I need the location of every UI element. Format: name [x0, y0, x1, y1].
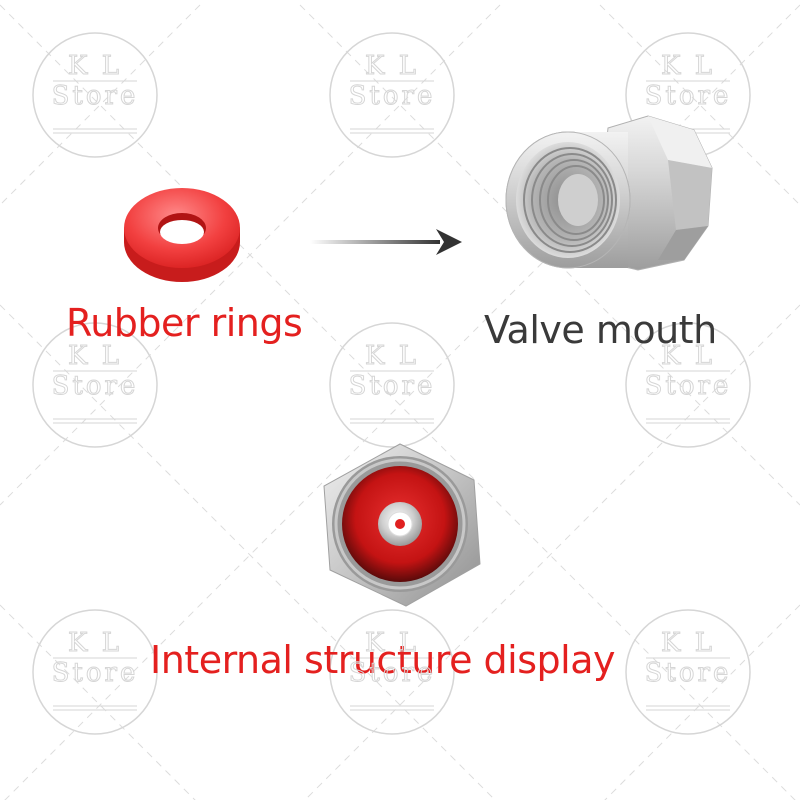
watermark-text-kl: K L — [661, 51, 715, 81]
valve-mouth-caption: Valve mouth — [484, 308, 717, 352]
watermark-stamp — [32, 609, 158, 735]
watermark-text-kl: K L — [68, 628, 122, 658]
watermark-stamp — [32, 322, 158, 448]
watermark-text-store: Store — [348, 658, 436, 688]
internal-structure-caption: Internal structure display — [150, 638, 616, 682]
watermark-text-store: Store — [348, 81, 436, 111]
watermark-stamp — [329, 32, 455, 158]
watermark-text-store: Store — [51, 371, 139, 401]
internal-structure-image — [323, 443, 481, 607]
watermark-text-store: Store — [51, 658, 139, 688]
watermark-text-store: Store — [348, 371, 436, 401]
watermark-text-kl: K L — [661, 341, 715, 371]
watermark-text-kl: K L — [365, 628, 419, 658]
watermark-text-store: Store — [644, 658, 732, 688]
watermark-text-store: Store — [644, 81, 732, 111]
valve-mouth-image — [505, 115, 713, 271]
watermark-stamp — [32, 32, 158, 158]
watermark-text-kl: K L — [68, 341, 122, 371]
rubber-ring-image — [124, 188, 240, 282]
watermark-stamp — [329, 322, 455, 448]
watermark-stamp — [625, 609, 751, 735]
watermark-text-kl: K L — [68, 51, 122, 81]
watermark-stamp — [329, 609, 455, 735]
watermark-text-store: Store — [644, 371, 732, 401]
arrow-right-icon — [310, 229, 462, 255]
watermark-text-kl: K L — [365, 341, 419, 371]
watermark-stamp — [625, 322, 751, 448]
watermark-text-store: Store — [51, 81, 139, 111]
rubber-rings-caption: Rubber rings — [66, 301, 303, 345]
watermark-text-kl: K L — [661, 628, 715, 658]
watermark-text-kl: K L — [365, 51, 419, 81]
